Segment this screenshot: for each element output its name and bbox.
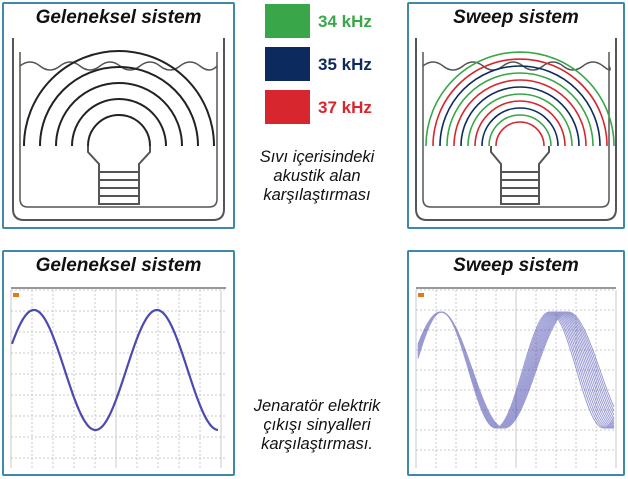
traditional-oscilloscope bbox=[10, 287, 226, 468]
panel-title-sweep: Sweep sistem bbox=[453, 7, 579, 28]
signal-caption: Jenaratör elektrik çıkışı sinyalleri kar… bbox=[253, 397, 381, 453]
traditional-acoustic-panel: Geleneksel sistem bbox=[2, 2, 235, 229]
marker-icon bbox=[418, 293, 424, 297]
legend-label-37: 37 kHz bbox=[318, 98, 372, 117]
sweep-tank-diagram bbox=[415, 38, 617, 221]
marker-icon bbox=[13, 293, 19, 297]
legend-label-34: 34 kHz bbox=[318, 12, 372, 31]
panel-title-sweep-signal: Sweep sistem bbox=[453, 255, 579, 276]
legend-swatch-34 bbox=[265, 4, 310, 38]
traditional-tank-diagram bbox=[12, 38, 225, 221]
sine-wave bbox=[10, 308, 219, 432]
legend-label-35: 35 kHz bbox=[318, 55, 372, 74]
sweep-wave-band bbox=[417, 311, 615, 429]
acoustic-caption: Sıvı içerisindeki akustik alan karşılaşt… bbox=[259, 148, 375, 204]
sweep-signal-panel: Sweep sistem bbox=[407, 250, 625, 476]
panel-title-traditional: Geleneksel sistem bbox=[35, 7, 202, 28]
traditional-signal-panel: Geleneksel sistem bbox=[2, 250, 235, 476]
sweep-acoustic-panel: Sweep sistem bbox=[407, 2, 625, 229]
legend-swatch-35 bbox=[265, 47, 310, 81]
legend-swatch-37 bbox=[265, 90, 310, 124]
panel-title-traditional-signal: Geleneksel sistem bbox=[35, 255, 202, 276]
sweep-oscilloscope bbox=[415, 287, 617, 468]
